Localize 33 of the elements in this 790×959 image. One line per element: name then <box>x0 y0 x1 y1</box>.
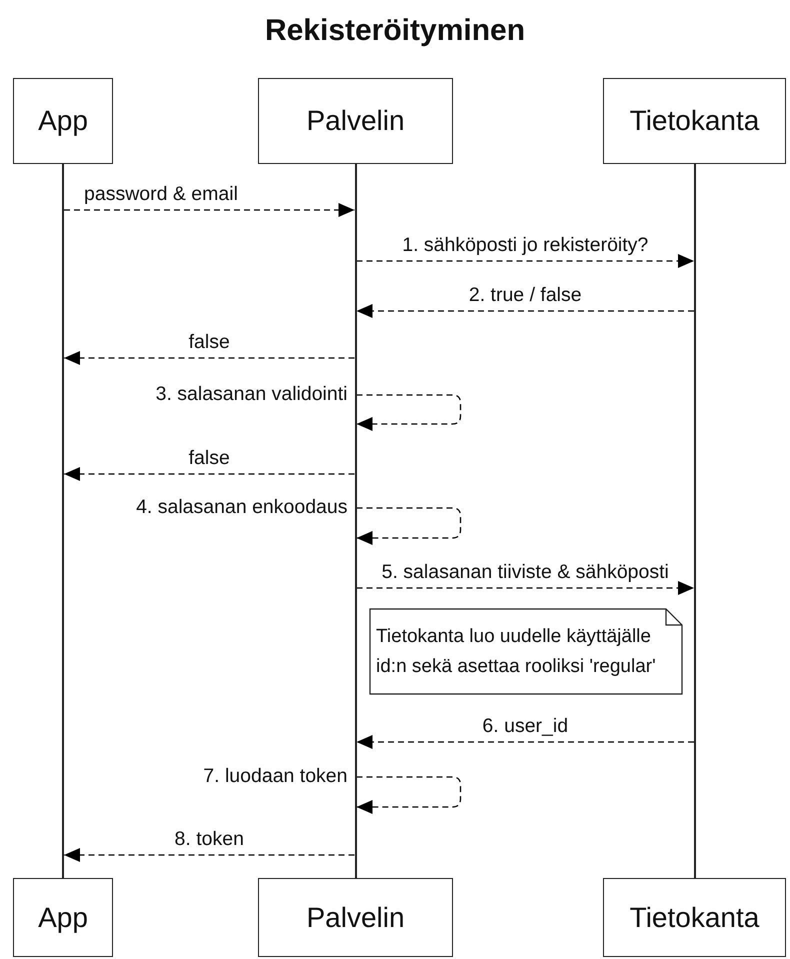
message-label: password & email <box>84 183 238 205</box>
message-arrow <box>64 467 354 481</box>
message-label: 7. luodaan token <box>203 765 348 787</box>
lifeline <box>694 164 696 878</box>
message-arrow <box>356 735 694 749</box>
message-label: 1. sähköposti jo rekisteröity? <box>402 234 648 256</box>
lifeline <box>354 164 356 878</box>
self-message-arrow <box>356 776 462 814</box>
self-message-arrow <box>356 507 462 545</box>
lifeline <box>62 164 64 878</box>
message-label: 6. user_id <box>482 715 568 737</box>
note-text: Tietokanta luo uudelle käyttäjälle id:n sekä asettaa rooliksi 'regular' <box>370 609 682 694</box>
participant-box: Tietokanta <box>603 878 786 957</box>
participant-box: Palvelin <box>258 78 453 164</box>
message-label: false <box>188 331 230 353</box>
message-label: 5. salasanan tiiviste & sähköposti <box>382 561 669 583</box>
message-arrow <box>356 304 694 318</box>
participant-box: Tietokanta <box>603 78 786 164</box>
message-arrow <box>64 203 354 217</box>
message-label: 8. token <box>174 828 244 850</box>
message-label: 4. salasanan enkoodaus <box>136 496 348 518</box>
participant-box: App <box>13 878 113 957</box>
message-arrow <box>356 581 694 595</box>
message-arrow <box>64 351 354 365</box>
participant-box: Palvelin <box>258 878 453 957</box>
diagram-title: Rekisteröityminen <box>264 14 526 48</box>
message-arrow <box>356 254 694 268</box>
message-label: false <box>188 447 230 469</box>
message-label: 2. true / false <box>468 284 582 306</box>
message-arrow <box>64 848 354 862</box>
participant-box: App <box>13 78 113 164</box>
message-label: 3. salasanan validointi <box>156 383 348 405</box>
self-message-arrow <box>356 394 462 431</box>
